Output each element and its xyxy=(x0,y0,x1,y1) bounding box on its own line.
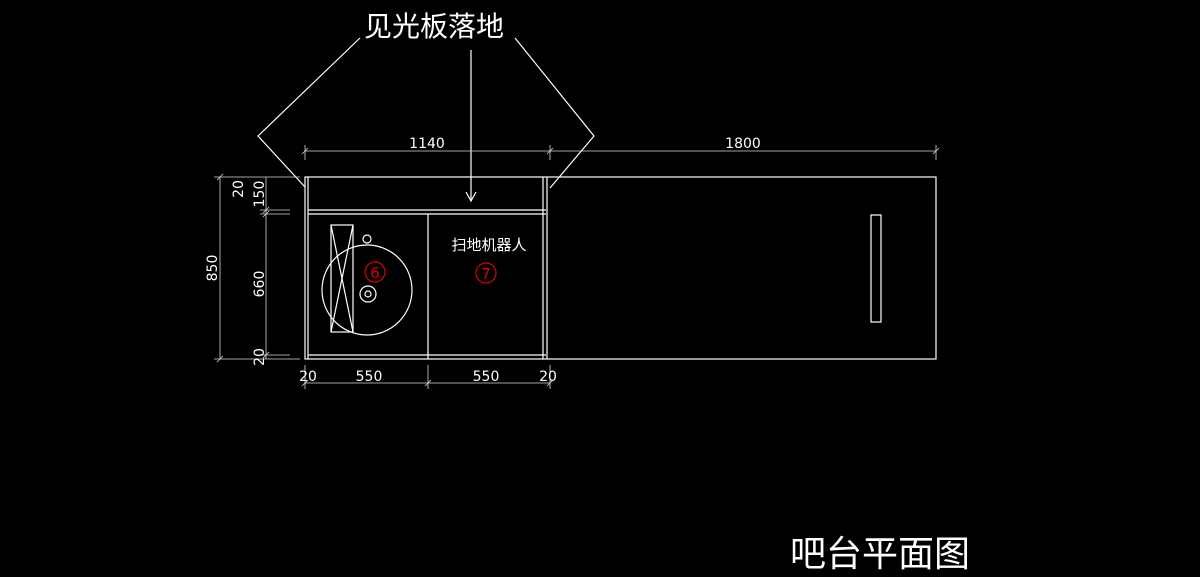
callout-label: 见光板落地 xyxy=(364,10,504,43)
robot-tag-number: 7 xyxy=(481,265,491,283)
dim-bottom-left-width: 550 xyxy=(356,369,383,385)
dim-cabinet-height: 660 xyxy=(252,271,268,298)
dim-bottom-edge: 20 xyxy=(252,348,268,366)
sink xyxy=(321,224,413,336)
sink-tag: 6 xyxy=(364,261,386,283)
sink-tag-number: 6 xyxy=(370,264,380,282)
dim-top-right-width: 1800 xyxy=(725,136,761,152)
bottom-dimension-line xyxy=(301,365,554,389)
robot-tag: 7 xyxy=(475,262,497,284)
dim-top-left-width: 1140 xyxy=(409,136,445,152)
counter-outline xyxy=(304,176,937,360)
robot-label: 扫地机器人 xyxy=(451,236,526,254)
top-dimension-line xyxy=(301,145,940,160)
dim-top-edge: 20 xyxy=(231,180,247,198)
left-dimension-lines xyxy=(214,173,300,363)
callout-leader xyxy=(257,37,595,203)
drawing-title: 吧台平面图 xyxy=(790,534,970,575)
dim-bottom-right-edge: 20 xyxy=(539,369,557,385)
dim-bottom-left-edge: 20 xyxy=(299,369,317,385)
dim-top-panel: 150 xyxy=(252,181,268,208)
dim-total-height: 850 xyxy=(205,255,221,282)
dim-bottom-right-width: 550 xyxy=(473,369,500,385)
